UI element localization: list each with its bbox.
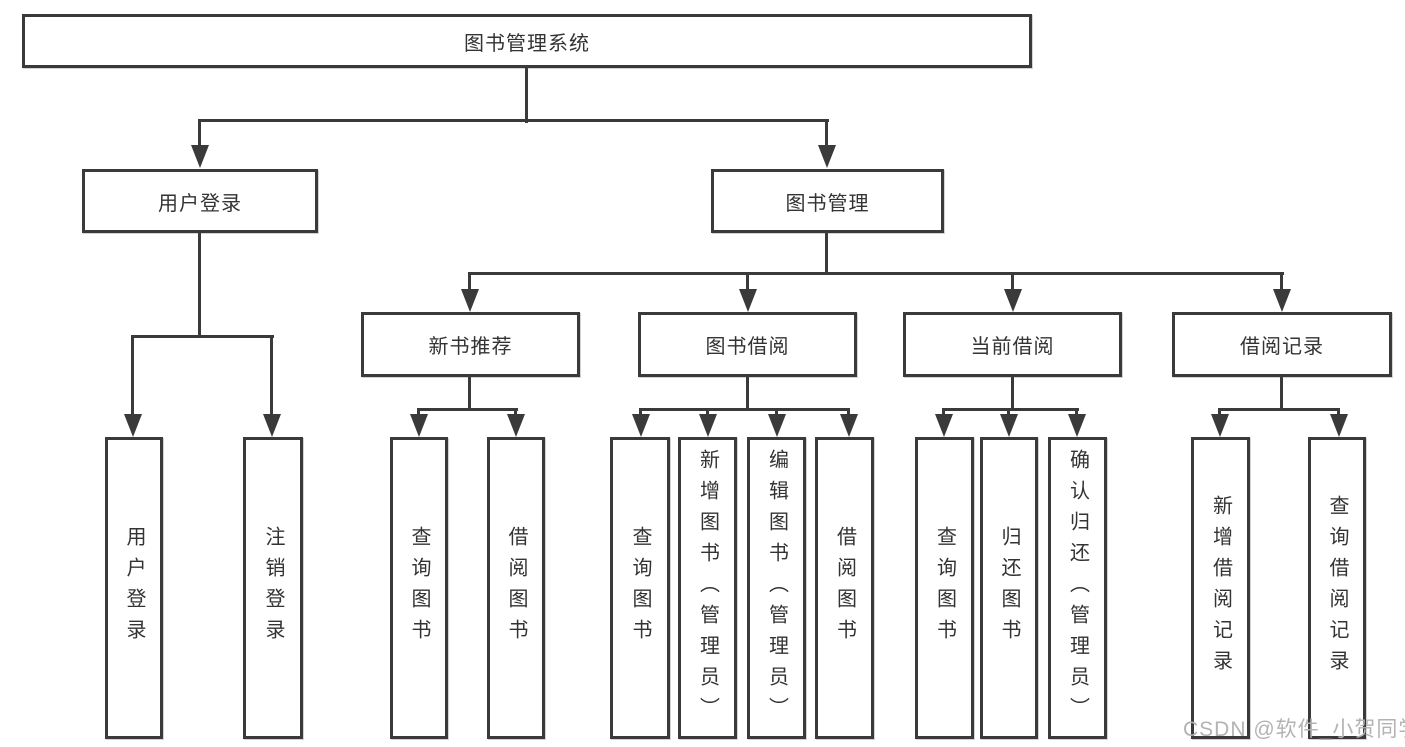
node-new-book-recommend: 新书推荐 xyxy=(361,312,580,377)
connector-drop-borrow-books-2 xyxy=(847,408,850,416)
connector-drop-add-book xyxy=(706,408,709,416)
connector-drop-return-book xyxy=(1007,408,1010,416)
arrow-down-new-book xyxy=(461,289,479,312)
arrow-down-leaf-logout xyxy=(263,414,281,437)
connector-root-stem xyxy=(525,68,528,123)
connector-new-book-rail xyxy=(417,408,518,411)
leaf-confirm-return-admin-label: 确认归还（管理员） xyxy=(1066,448,1089,728)
node-book-borrow-label: 图书借阅 xyxy=(705,336,790,358)
connector-drop-edit-book xyxy=(775,408,778,416)
connector-book-management-rail xyxy=(468,272,1284,275)
leaf-query-books-2: 查询图书 xyxy=(610,437,670,739)
connector-drop-leaf-logout xyxy=(270,335,273,415)
connector-drop-borrow-books-1 xyxy=(514,408,517,416)
connector-borrow-records-rail xyxy=(1218,408,1339,411)
node-borrow-records: 借阅记录 xyxy=(1172,312,1392,377)
arrow-down-user-login xyxy=(191,145,209,168)
leaf-add-borrow-record-label: 新增借阅记录 xyxy=(1209,495,1232,681)
node-current-borrow: 当前借阅 xyxy=(903,312,1122,377)
leaf-query-books-2-label: 查询图书 xyxy=(629,526,651,650)
connector-drop-query-books-1 xyxy=(417,408,420,416)
leaf-borrow-books-1-label: 借阅图书 xyxy=(505,526,527,650)
arrow-down-query-record xyxy=(1330,414,1348,437)
connector-drop-confirm-return xyxy=(1075,408,1078,416)
arrow-down-borrow-books-2 xyxy=(840,414,858,437)
node-root-label: 图书管理系统 xyxy=(464,32,590,55)
leaf-logout-label: 注销登录 xyxy=(262,526,284,650)
node-book-management: 图书管理 xyxy=(711,169,944,233)
leaf-borrow-books-2-label: 借阅图书 xyxy=(833,526,856,650)
connector-drop-borrow-records xyxy=(1280,272,1283,290)
arrow-down-borrow-books-1 xyxy=(507,414,525,437)
connector-drop-query-books-3 xyxy=(942,408,945,416)
arrow-down-add-record xyxy=(1211,414,1229,437)
leaf-user-login-label: 用户登录 xyxy=(123,526,145,650)
arrow-down-add-book xyxy=(699,414,717,437)
leaf-query-books-3-label: 查询图书 xyxy=(933,526,956,650)
node-new-book-recommend-label: 新书推荐 xyxy=(428,336,513,358)
leaf-edit-book-admin-label: 编辑图书（管理员） xyxy=(765,448,788,728)
arrow-down-edit-book xyxy=(768,414,786,437)
leaf-edit-book-admin: 编辑图书（管理员） xyxy=(747,437,806,739)
node-root: 图书管理系统 xyxy=(22,14,1032,68)
connector-drop-add-record xyxy=(1218,408,1221,416)
node-user-login-label: 用户登录 xyxy=(158,192,242,215)
leaf-add-borrow-record: 新增借阅记录 xyxy=(1191,437,1250,739)
arrow-down-query-books-3 xyxy=(935,414,953,437)
arrow-down-return-book xyxy=(1000,414,1018,437)
connector-drop-book-borrow xyxy=(746,272,749,290)
leaf-return-book: 归还图书 xyxy=(980,437,1038,739)
arrow-down-book-management xyxy=(818,145,836,168)
leaf-user-login: 用户登录 xyxy=(105,437,163,739)
connector-drop-book-management xyxy=(825,119,828,146)
connector-new-book-stem xyxy=(468,377,471,411)
leaf-query-books-1: 查询图书 xyxy=(390,437,448,739)
connector-current-borrow-rail xyxy=(942,408,1079,411)
leaf-return-book-label: 归还图书 xyxy=(998,526,1020,650)
arrow-down-query-books-2 xyxy=(632,414,650,437)
leaf-query-books-3: 查询图书 xyxy=(915,437,974,739)
leaf-query-borrow-record: 查询借阅记录 xyxy=(1308,437,1366,739)
connector-drop-current-borrow xyxy=(1011,272,1014,290)
connector-drop-query-record xyxy=(1337,408,1340,416)
connector-drop-new-book xyxy=(468,272,471,290)
arrow-down-borrow-records xyxy=(1273,289,1291,312)
connector-current-borrow-stem xyxy=(1011,377,1014,411)
node-borrow-records-label: 借阅记录 xyxy=(1240,336,1324,358)
arrow-down-current-borrow xyxy=(1004,289,1022,312)
arrow-down-query-books-1 xyxy=(410,414,428,437)
node-current-borrow-label: 当前借阅 xyxy=(970,336,1055,358)
connector-borrow-records-stem xyxy=(1280,377,1283,411)
leaf-query-books-1-label: 查询图书 xyxy=(408,526,430,650)
node-book-borrow: 图书借阅 xyxy=(638,312,857,377)
arrow-down-leaf-user-login xyxy=(124,414,142,437)
leaf-query-borrow-record-label: 查询借阅记录 xyxy=(1326,495,1348,681)
leaf-borrow-books-1: 借阅图书 xyxy=(487,437,545,739)
connector-root-rail xyxy=(198,119,829,122)
arrow-down-confirm-return xyxy=(1068,414,1086,437)
connector-drop-user-login xyxy=(198,119,201,146)
connector-user-login-rail xyxy=(131,335,274,338)
connector-drop-leaf-user-login xyxy=(131,335,134,415)
leaf-logout: 注销登录 xyxy=(243,437,303,739)
connector-book-borrow-stem xyxy=(746,377,749,411)
connector-drop-query-books-2 xyxy=(639,408,642,416)
leaf-confirm-return-admin: 确认归还（管理员） xyxy=(1048,437,1107,739)
connector-user-login-stem xyxy=(198,233,201,338)
connector-book-management-stem xyxy=(825,233,828,275)
csdn-watermark: CSDN @软件_小贺同学 xyxy=(1183,718,1405,741)
node-book-management-label: 图书管理 xyxy=(785,192,870,215)
leaf-add-book-admin: 新增图书（管理员） xyxy=(678,437,737,739)
leaf-add-book-admin-label: 新增图书（管理员） xyxy=(696,448,719,728)
arrow-down-book-borrow xyxy=(739,289,757,312)
leaf-borrow-books-2: 借阅图书 xyxy=(815,437,874,739)
node-user-login: 用户登录 xyxy=(82,169,318,233)
connector-book-borrow-rail xyxy=(639,408,850,411)
